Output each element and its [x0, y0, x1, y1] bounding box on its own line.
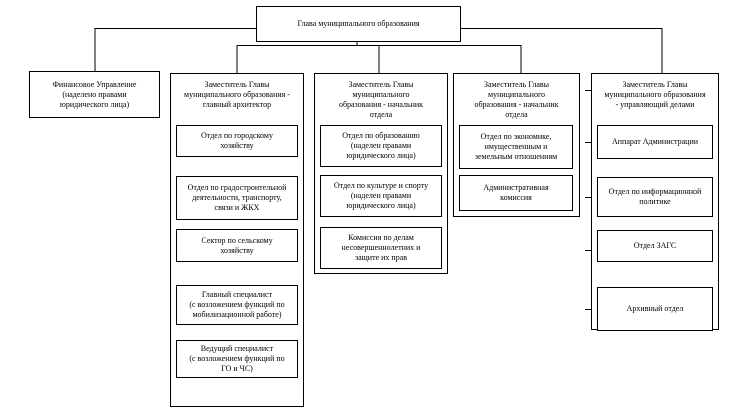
admin-commission: Административная комиссия	[459, 175, 573, 211]
lead-specialist: Ведущий специалист (с возложением функци…	[176, 340, 298, 378]
archive-dept: Архивный отдел	[597, 287, 713, 331]
administration-apparatus: Аппарат Администрации	[597, 125, 713, 159]
dept-culture-sport: Отдел по культуре и спорту (наделен прав…	[320, 175, 442, 217]
dept-urban-planning: Отдел по градостроительной деятельности,…	[176, 176, 298, 220]
chief-specialist: Главный специалист (с возложением функци…	[176, 285, 298, 325]
dept-zags: Отдел ЗАГС	[597, 230, 713, 262]
sector-agriculture: Сектор по сельскому хозяйству	[176, 229, 298, 262]
dept-information-policy: Отдел по информационной политике	[597, 177, 713, 217]
dept-education: Отдел по образованию (наделен правами юр…	[320, 125, 442, 167]
dept-economy: Отдел по экономике, имущественным и земе…	[459, 125, 573, 169]
dept-city-economy: Отдел по городскому хозяйству	[176, 125, 298, 157]
head-box: Глава муниципального образования	[256, 6, 461, 42]
commission-minors: Комиссия по делам несовершеннолетних и з…	[320, 227, 442, 269]
finance-box: Финансовое Управление (наделено правами …	[29, 71, 160, 118]
